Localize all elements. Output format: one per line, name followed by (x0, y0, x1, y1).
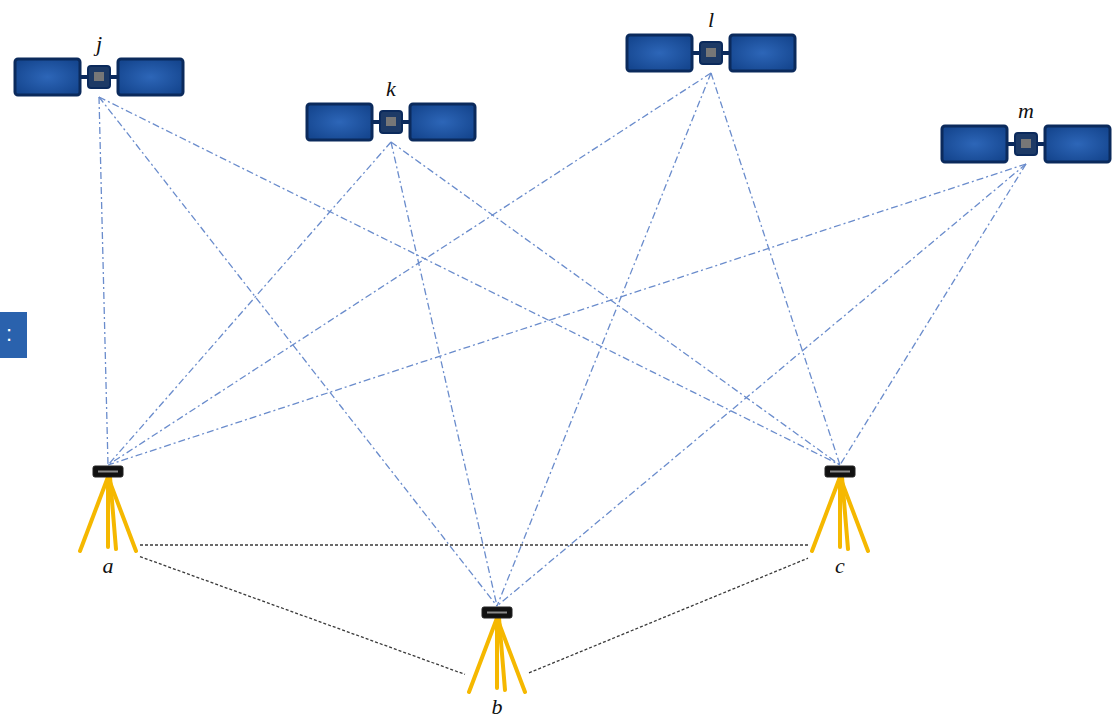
signal-ray (711, 73, 840, 465)
satellite-label: a (76, 553, 140, 579)
satellite-label: l (625, 7, 797, 33)
signal-ray (99, 97, 497, 606)
gnss-receiver: c (808, 465, 872, 579)
baseline (140, 557, 465, 675)
satellite-icon (13, 57, 185, 97)
signal-ray (497, 164, 1026, 606)
gnss-receiver: b (465, 606, 529, 720)
satellite-icon (625, 33, 797, 73)
satellite: j (13, 31, 185, 97)
satellite: k (305, 76, 477, 142)
signal-ray (108, 164, 1026, 465)
satellite-label: c (808, 553, 872, 579)
satellite-label: b (465, 694, 529, 720)
signal-ray (497, 73, 711, 606)
satellite-label: k (305, 76, 477, 102)
satellite: m (940, 98, 1112, 164)
satellite-label: m (940, 98, 1112, 124)
signal-ray (99, 97, 108, 465)
signal-ray (99, 97, 840, 465)
tripod-receiver (465, 606, 529, 694)
satellite-label: j (13, 31, 185, 57)
signal-ray (391, 142, 840, 465)
satellite: l (625, 7, 797, 73)
tripod-receiver (76, 465, 140, 553)
baseline (140, 544, 808, 545)
satellite-icon (305, 102, 477, 142)
signal-ray (108, 142, 391, 465)
tab-label: : (6, 320, 12, 348)
tripod-receiver (808, 465, 872, 553)
baseline (529, 558, 808, 673)
signal-ray (391, 142, 497, 606)
gnss-receiver: a (76, 465, 140, 579)
signal-ray (840, 164, 1026, 465)
side-tab (0, 312, 27, 358)
satellite-icon (940, 124, 1112, 164)
signal-ray (108, 73, 711, 465)
